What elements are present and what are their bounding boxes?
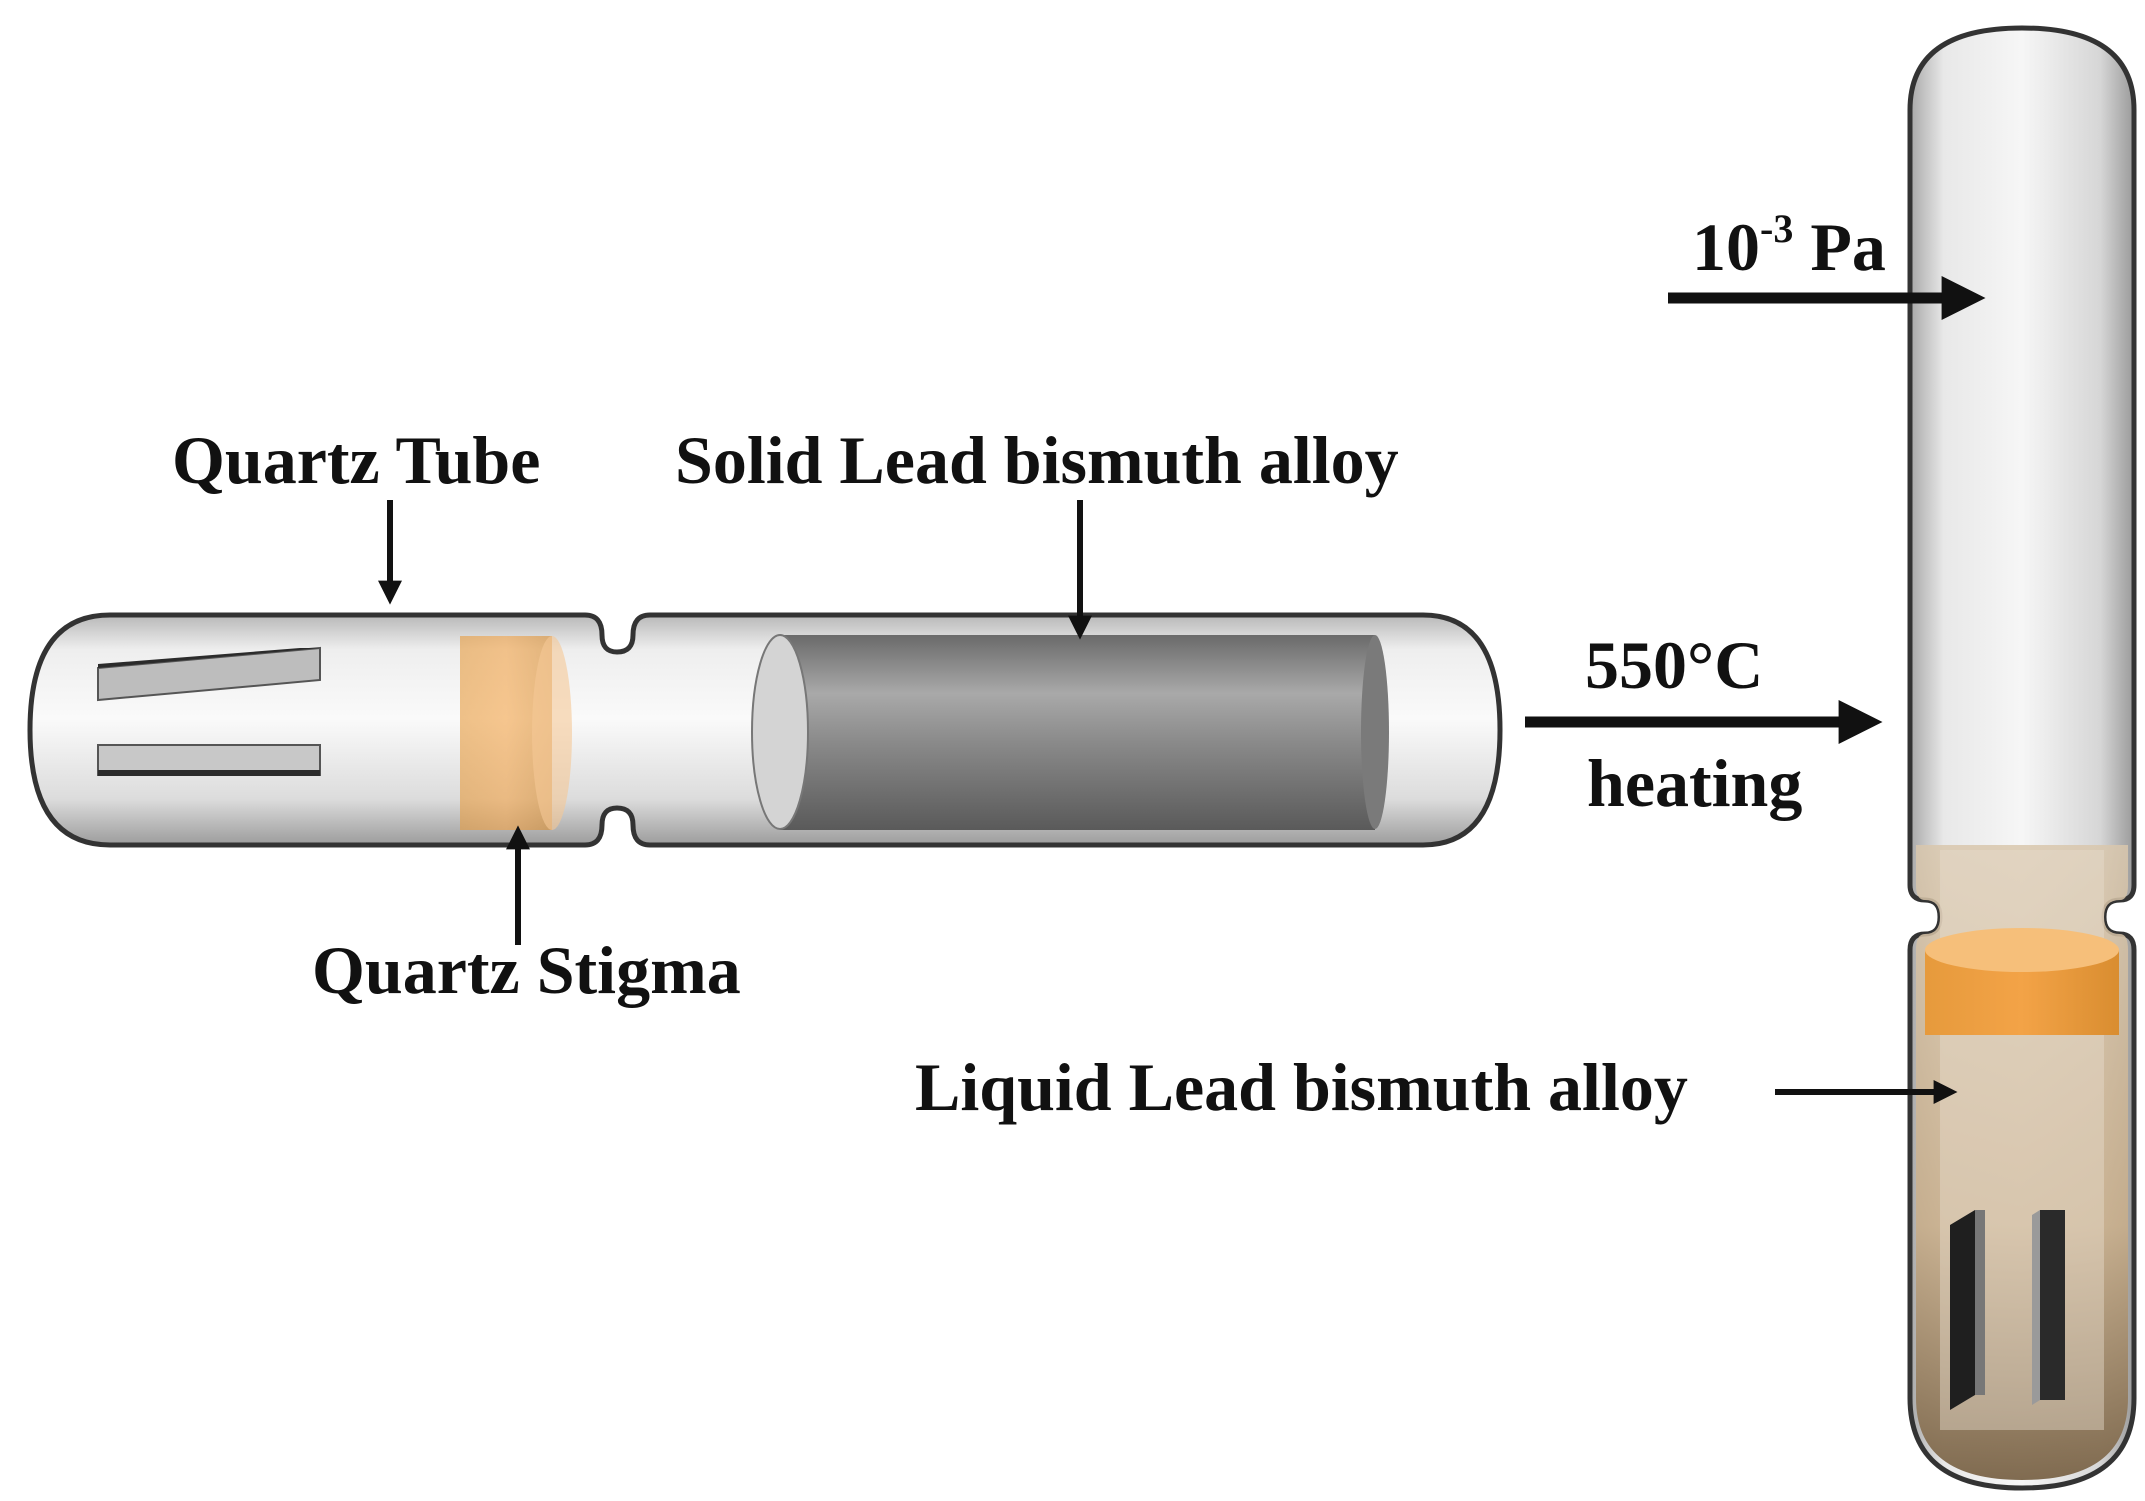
- temperature-label: 550°C: [1585, 627, 1763, 703]
- specimen-bar: [98, 648, 320, 668]
- solid-alloy-label: Solid Lead bismuth alloy: [675, 422, 1399, 498]
- specimen-bars: [97, 646, 321, 776]
- solid-alloy-cylinder: [751, 634, 1389, 830]
- quartz-stigma-label: Quartz Stigma: [312, 932, 741, 1008]
- horizontal-quartz-tube: [27, 612, 1503, 848]
- liquid-alloy-label: Liquid Lead bismuth alloy: [915, 1049, 1688, 1125]
- specimen-bar: [98, 770, 320, 776]
- pressure-label: 10-3 Pa: [1692, 206, 1886, 285]
- vertical-quartz-tube: [1907, 25, 2137, 1491]
- specimen-bar: [2032, 1210, 2040, 1405]
- specimen-bar: [97, 646, 321, 702]
- quartz-tube-label: Quartz Tube: [172, 422, 540, 498]
- specimen-bar: [1975, 1210, 1985, 1395]
- specimen-bar: [1950, 1210, 1975, 1410]
- heating-label: heating: [1587, 745, 1802, 821]
- specimen-bar: [2040, 1210, 2065, 1400]
- quartz-stigma-band: [1925, 928, 2119, 1035]
- specimen-bars: [1950, 1210, 2065, 1410]
- quartz-stigma-band: [460, 636, 572, 830]
